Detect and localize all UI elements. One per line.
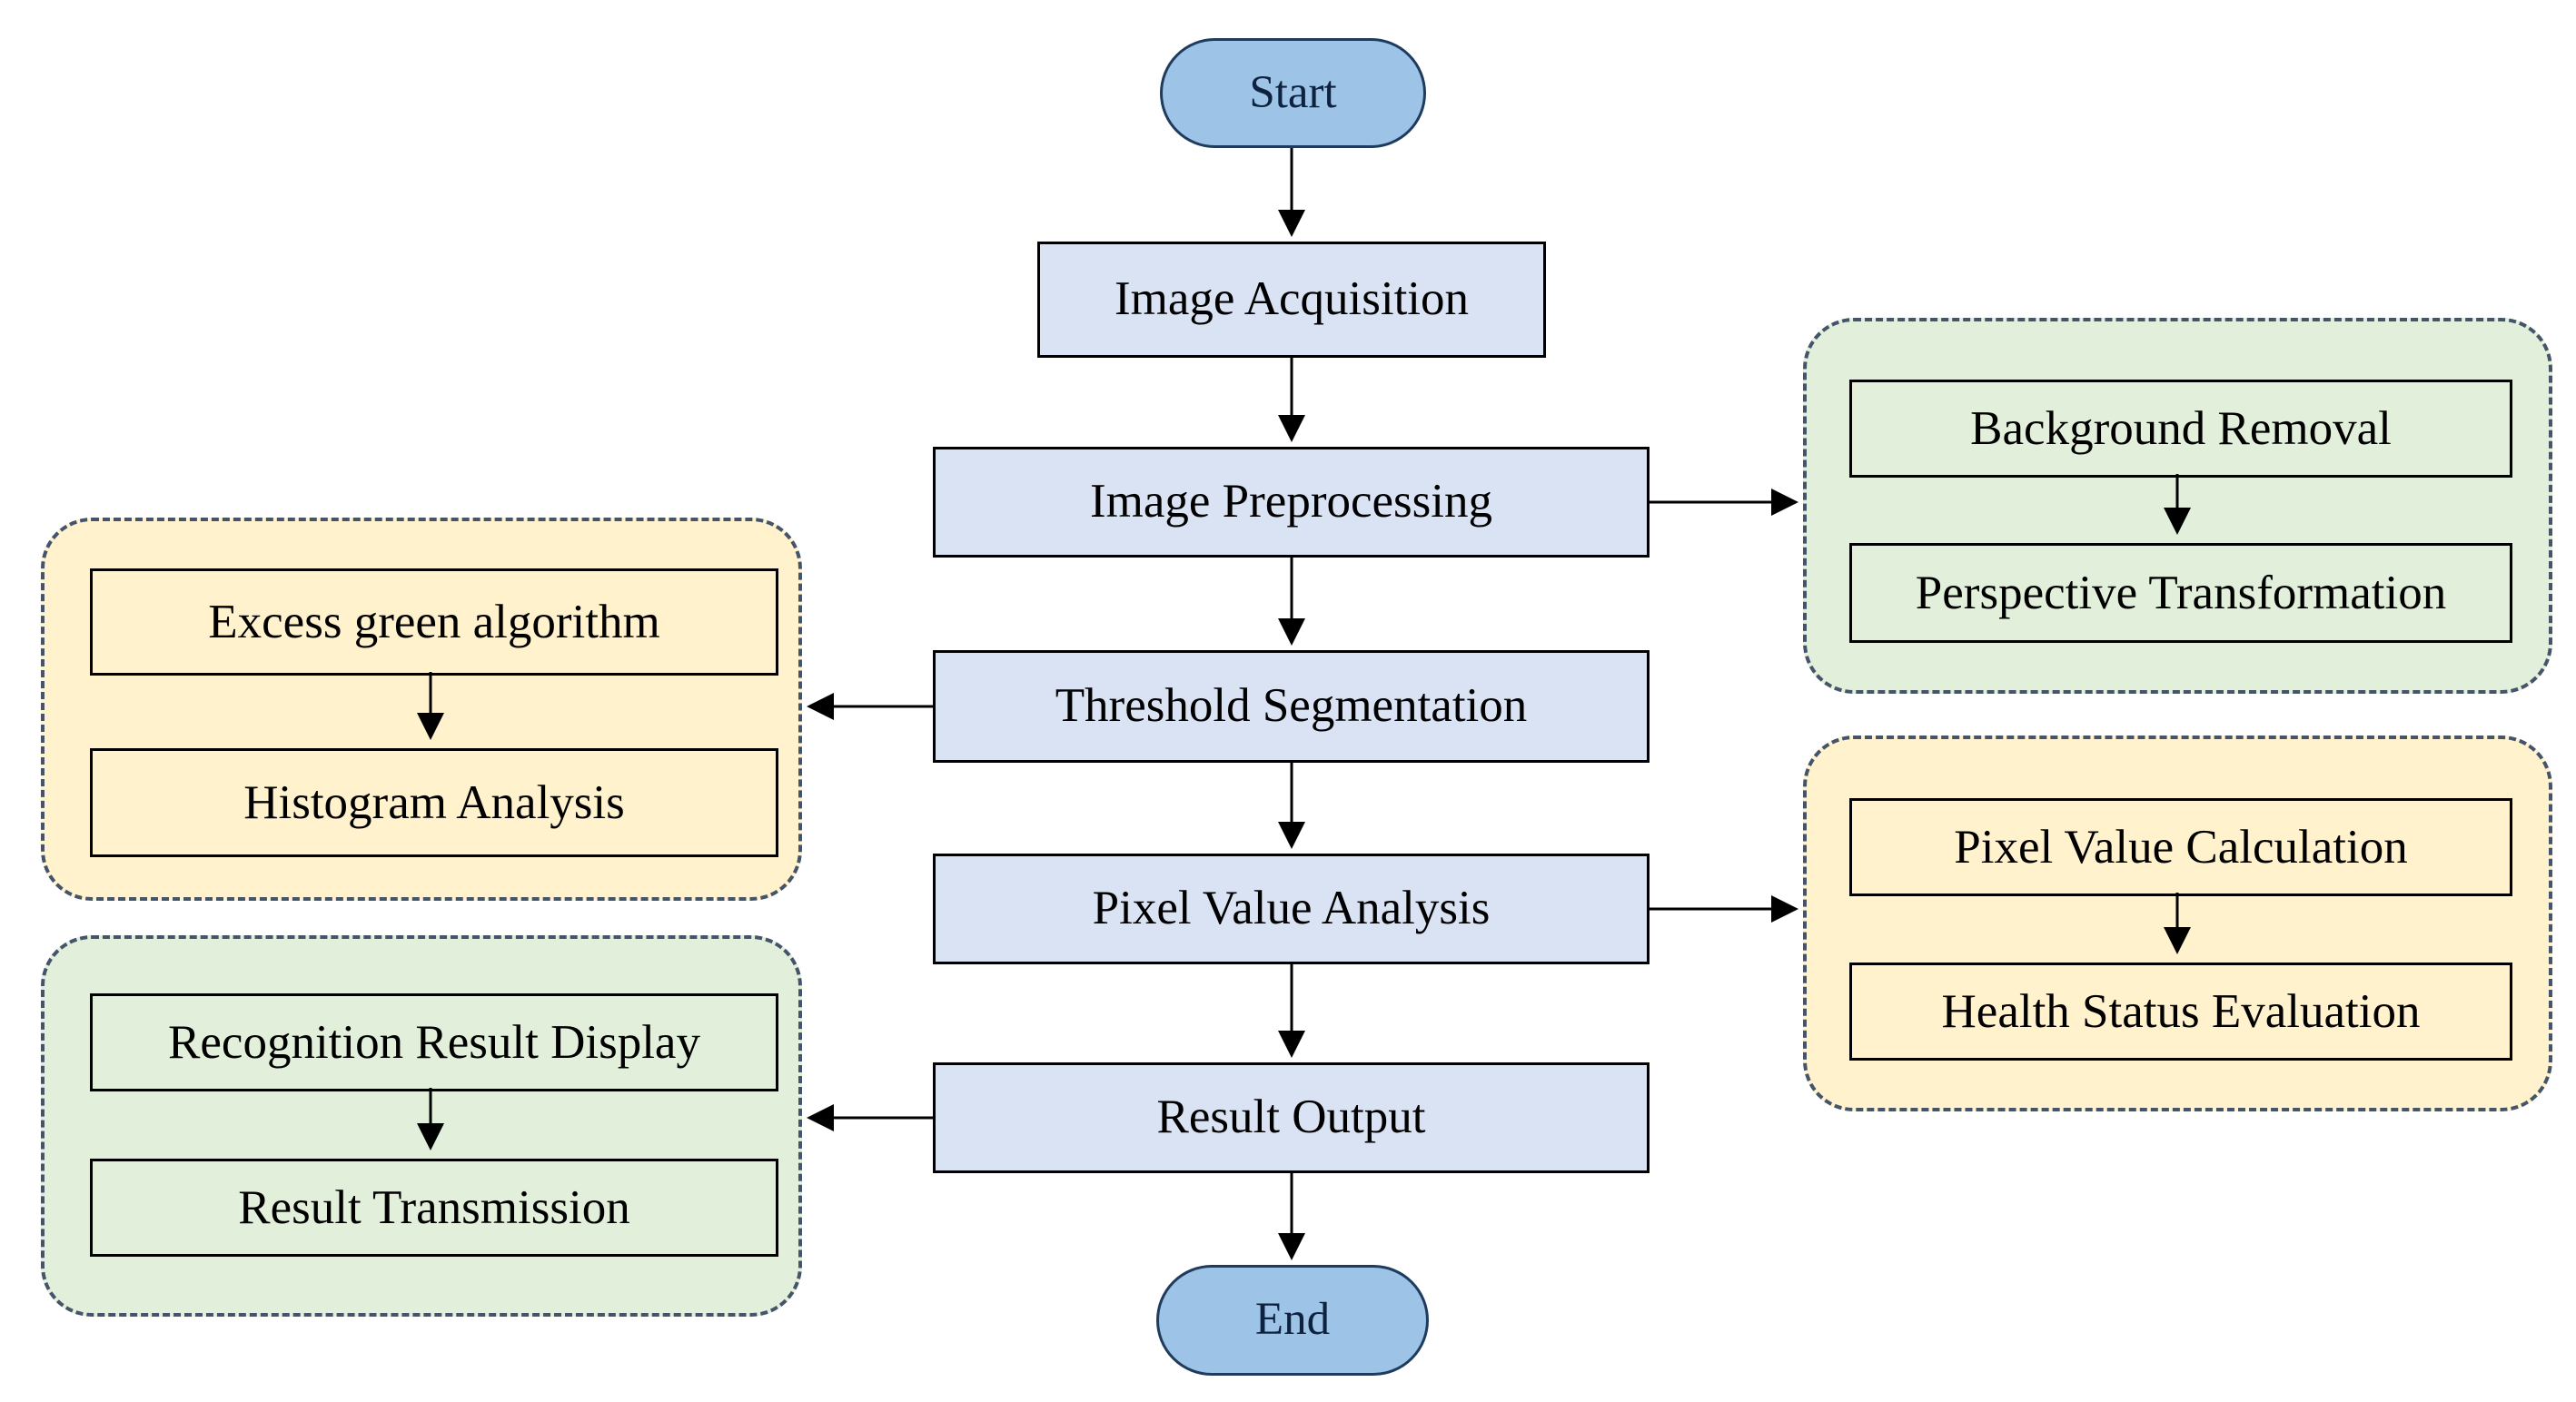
node-perspective-transformation: Perspective Transformation bbox=[1849, 543, 2512, 643]
node-pixel-value-calculation: Pixel Value Calculation bbox=[1849, 798, 2512, 896]
node-image-acquisition: Image Acquisition bbox=[1037, 242, 1546, 358]
node-histogram-analysis: Histogram Analysis bbox=[90, 748, 778, 857]
node-image-preprocessing: Image Preprocessing bbox=[933, 447, 1650, 558]
node-end: End bbox=[1156, 1265, 1429, 1376]
node-result-transmission: Result Transmission bbox=[90, 1159, 778, 1257]
node-result-output: Result Output bbox=[933, 1062, 1650, 1173]
node-background-removal: Background Removal bbox=[1849, 380, 2512, 478]
node-pixel-value-analysis: Pixel Value Analysis bbox=[933, 854, 1650, 964]
node-health-status-evaluation: Health Status Evaluation bbox=[1849, 963, 2512, 1061]
node-excess-green-algorithm: Excess green algorithm bbox=[90, 568, 778, 676]
group-segmentation-detail: Excess green algorithm Histogram Analysi… bbox=[41, 518, 802, 901]
node-start: Start bbox=[1160, 38, 1426, 148]
group-pixel-analysis-detail: Pixel Value Calculation Health Status Ev… bbox=[1803, 736, 2552, 1111]
group-preprocessing-detail: Background Removal Perspective Transform… bbox=[1803, 318, 2552, 694]
node-threshold-segmentation: Threshold Segmentation bbox=[933, 650, 1650, 763]
group-output-detail: Recognition Result Display Result Transm… bbox=[41, 935, 802, 1317]
node-recognition-result-display: Recognition Result Display bbox=[90, 993, 778, 1091]
